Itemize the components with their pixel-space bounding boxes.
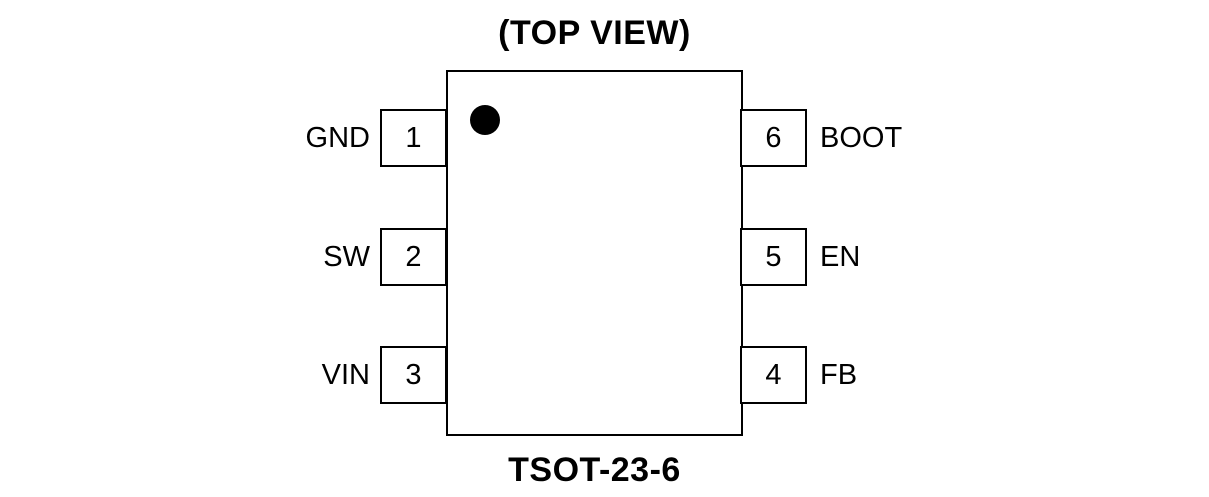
pin-label-boot: BOOT <box>820 122 903 154</box>
pin-box-4: 4 <box>740 346 807 404</box>
pin-number-3: 3 <box>405 358 422 391</box>
pin-label-fb: FB <box>820 359 858 391</box>
pin-box-5: 5 <box>740 228 807 286</box>
pin-number-4: 4 <box>765 358 782 391</box>
package-body <box>446 70 743 436</box>
diagram-title: (TOP VIEW) <box>498 14 691 52</box>
pin-number-5: 5 <box>765 240 782 273</box>
package-name: TSOT-23-6 <box>508 451 681 489</box>
pin-box-1: 1 <box>380 109 447 167</box>
pin-label-en: EN <box>820 241 861 273</box>
pin-label-sw: SW <box>323 241 370 273</box>
pin-label-vin: VIN <box>321 359 370 391</box>
pin-box-2: 2 <box>380 228 447 286</box>
pin-box-6: 6 <box>740 109 807 167</box>
pin-label-gnd: GND <box>305 122 370 154</box>
pin1-indicator-dot <box>470 105 500 135</box>
pin-number-6: 6 <box>765 121 782 154</box>
pin-number-2: 2 <box>405 240 422 273</box>
pin-box-3: 3 <box>380 346 447 404</box>
pin-number-1: 1 <box>405 121 422 154</box>
